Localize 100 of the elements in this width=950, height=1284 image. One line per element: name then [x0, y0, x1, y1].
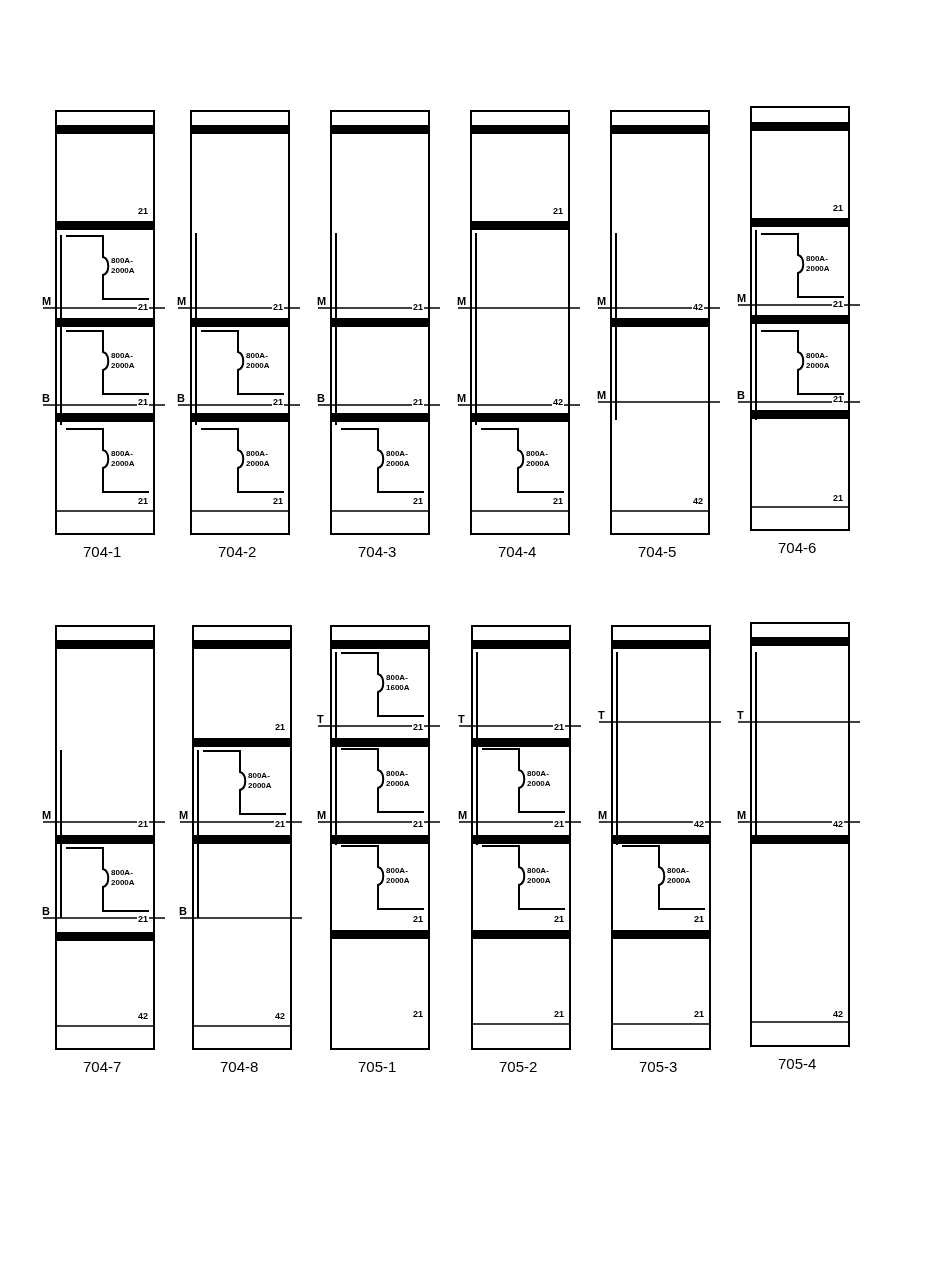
cabinet-caption: 704-2 — [218, 543, 257, 561]
rating-label: 800A-2000A — [111, 449, 136, 469]
unit-number: 21 — [553, 914, 565, 924]
unit-number: 42 — [693, 819, 705, 829]
cabinet-outline — [190, 110, 290, 535]
unit-number: 21 — [553, 1009, 565, 1019]
cabinet-caption: 705-3 — [639, 1058, 678, 1076]
rating-label: 800A-2000A — [246, 449, 271, 469]
cabinet-caption: 704-1 — [83, 543, 122, 561]
line-marker-letter: M — [737, 809, 747, 821]
cabinet-caption: 704-7 — [83, 1058, 122, 1076]
rating-label: 800A-1600A — [386, 673, 411, 693]
line-marker-letter: M — [317, 295, 327, 307]
unit-number: 42 — [692, 496, 704, 506]
unit-number: 21 — [693, 914, 705, 924]
unit-number: 21 — [272, 302, 284, 312]
line-marker-letter: M — [317, 809, 327, 821]
cabinet-caption: 704-3 — [358, 543, 397, 561]
line-marker-letter: T — [458, 713, 465, 725]
line-marker-letter: M — [179, 809, 189, 821]
unit-number: 21 — [274, 722, 286, 732]
cabinet-caption: 705-1 — [358, 1058, 397, 1076]
rating-label: 800A-2000A — [111, 868, 136, 888]
rating-label: 800A-2000A — [806, 254, 831, 274]
line-marker-letter: M — [42, 809, 52, 821]
cabinet-outline — [610, 110, 710, 535]
unit-number: 21 — [553, 819, 565, 829]
unit-number: 21 — [137, 496, 149, 506]
unit-number: 21 — [412, 397, 424, 407]
line-marker-letter: T — [598, 709, 605, 721]
line-marker-letter: M — [597, 295, 607, 307]
line-marker-letter: B — [42, 392, 50, 404]
unit-number: 21 — [274, 819, 286, 829]
rating-label: 800A-2000A — [386, 449, 411, 469]
rating-label: 800A-2000A — [246, 351, 271, 371]
unit-number: 21 — [412, 722, 424, 732]
cabinet-outline — [330, 110, 430, 535]
line-marker-letter: T — [737, 709, 744, 721]
unit-number: 42 — [832, 1009, 844, 1019]
unit-number: 21 — [552, 496, 564, 506]
rating-label: 800A-2000A — [386, 866, 411, 886]
cabinet-caption: 704-8 — [220, 1058, 259, 1076]
unit-number: 21 — [412, 496, 424, 506]
unit-number: 21 — [137, 914, 149, 924]
unit-number: 21 — [412, 914, 424, 924]
cabinet-outline — [611, 625, 711, 1050]
rating-label: 800A-2000A — [526, 449, 551, 469]
line-marker-letter: B — [737, 389, 745, 401]
cabinet-outline — [55, 625, 155, 1050]
cabinet-caption: 704-4 — [498, 543, 537, 561]
unit-number: 42 — [274, 1011, 286, 1021]
cabinet-outline — [192, 625, 292, 1050]
unit-number: 21 — [832, 493, 844, 503]
line-marker-letter: M — [597, 389, 607, 401]
line-marker-letter: M — [42, 295, 52, 307]
unit-number: 21 — [832, 203, 844, 213]
cabinet-outline — [470, 110, 570, 535]
line-marker-letter: M — [457, 392, 467, 404]
unit-number: 21 — [412, 819, 424, 829]
unit-number: 42 — [552, 397, 564, 407]
rating-label: 800A-2000A — [386, 769, 411, 789]
unit-number: 21 — [832, 299, 844, 309]
cabinet-outline — [750, 622, 850, 1047]
rating-label: 800A-2000A — [527, 866, 552, 886]
unit-number: 21 — [553, 722, 565, 732]
cabinet-caption: 705-4 — [778, 1055, 817, 1073]
unit-number: 42 — [137, 1011, 149, 1021]
unit-number: 21 — [412, 302, 424, 312]
line-marker-letter: B — [42, 905, 50, 917]
line-marker-letter: M — [458, 809, 468, 821]
line-marker-letter: M — [737, 292, 747, 304]
rating-label: 800A-2000A — [111, 351, 136, 371]
unit-number: 42 — [692, 302, 704, 312]
line-marker-letter: M — [177, 295, 187, 307]
rating-label: 800A-2000A — [667, 866, 692, 886]
rating-label: 800A-2000A — [527, 769, 552, 789]
line-marker-letter: B — [177, 392, 185, 404]
unit-number: 21 — [272, 397, 284, 407]
cabinet-outline — [471, 625, 571, 1050]
line-marker-letter: B — [179, 905, 187, 917]
rating-label: 800A-2000A — [806, 351, 831, 371]
cabinet-caption: 704-5 — [638, 543, 677, 561]
line-marker-letter: T — [317, 713, 324, 725]
unit-number: 21 — [137, 302, 149, 312]
unit-number: 21 — [693, 1009, 705, 1019]
cabinet-outline — [750, 106, 850, 531]
cabinet-outline — [55, 110, 155, 535]
rating-label: 800A-2000A — [248, 771, 273, 791]
unit-number: 21 — [137, 819, 149, 829]
line-marker-letter: M — [457, 295, 467, 307]
unit-number: 21 — [412, 1009, 424, 1019]
cabinet-outline — [330, 625, 430, 1050]
unit-number: 21 — [137, 397, 149, 407]
unit-number: 21 — [137, 206, 149, 216]
line-marker-letter: B — [317, 392, 325, 404]
line-marker-letter: M — [598, 809, 608, 821]
unit-number: 21 — [832, 394, 844, 404]
cabinet-caption: 704-6 — [778, 539, 817, 557]
unit-number: 21 — [272, 496, 284, 506]
rating-label: 800A-2000A — [111, 256, 136, 276]
